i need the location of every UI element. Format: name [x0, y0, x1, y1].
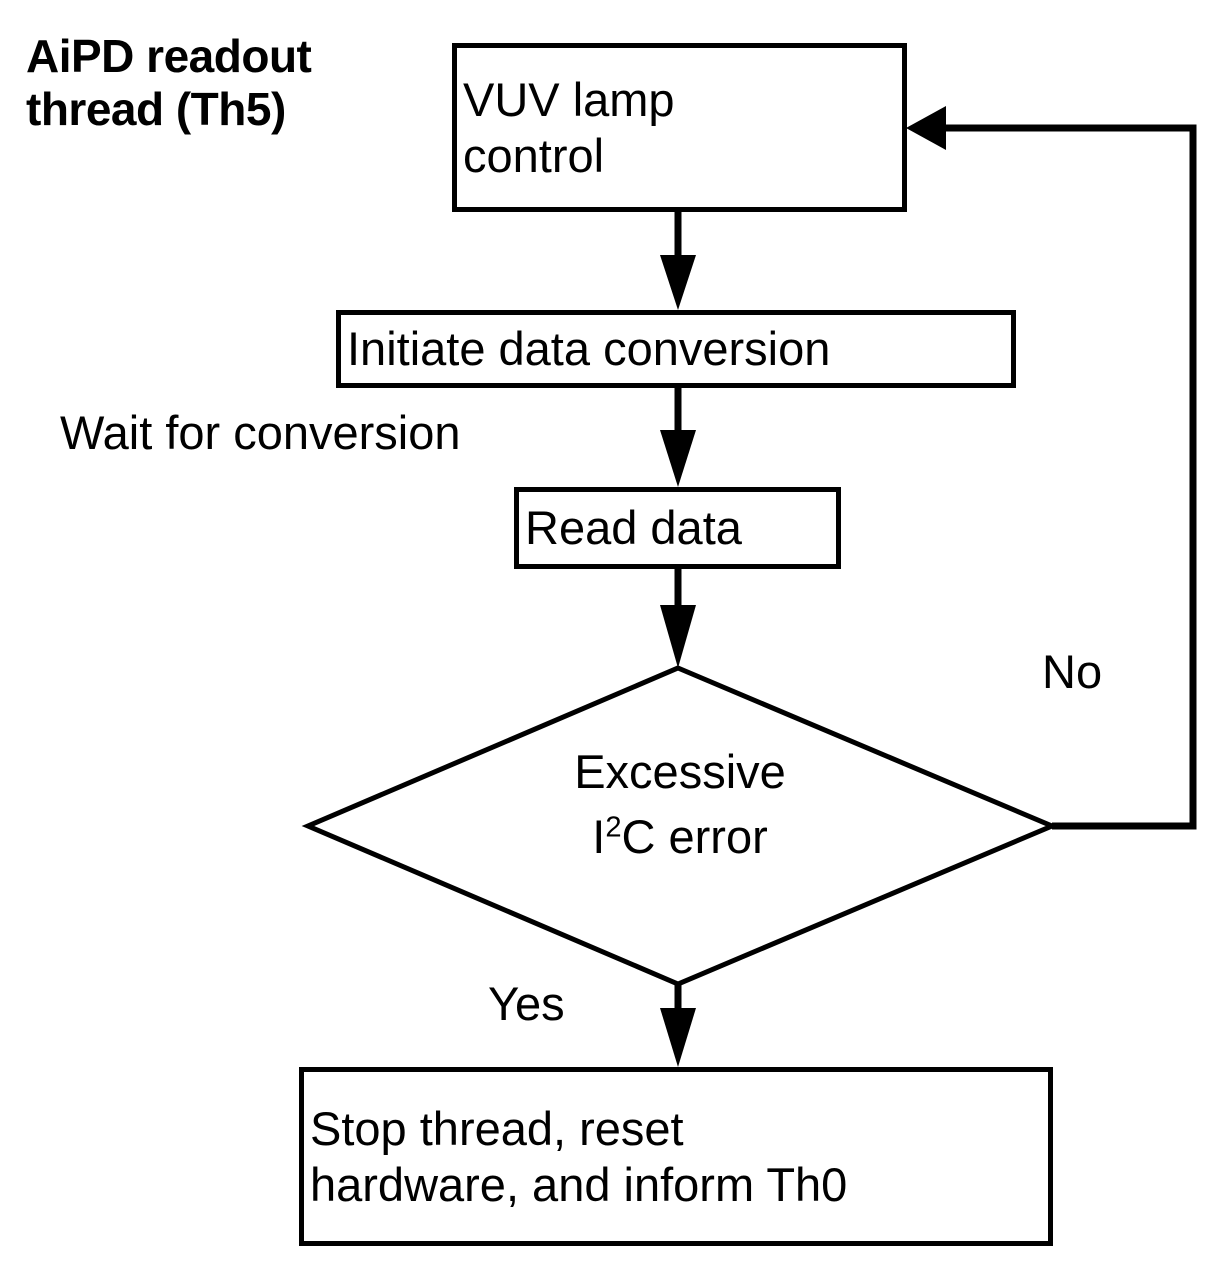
- node-read-data: Read data: [514, 487, 841, 569]
- edge-label-wait-for-conversion: Wait for conversion: [60, 406, 461, 459]
- node-read-data-label: Read data: [525, 501, 742, 555]
- edge-decision-yes-arrowhead: [660, 1008, 696, 1067]
- node-vuv-lamp-control-label: VUV lamp control: [463, 73, 675, 182]
- edge-read-to-decision-arrowhead: [660, 605, 696, 668]
- edge-label-no: No: [1042, 645, 1103, 698]
- edge-vuv-to-initiate-arrowhead: [660, 255, 696, 310]
- node-vuv-lamp-control: VUV lamp control: [452, 43, 907, 212]
- i2c-suffix: C error: [621, 809, 768, 863]
- diagram-title: AiPD readout thread (Th5): [26, 30, 312, 136]
- node-excessive-i2c-error-label-line2: I2C error: [308, 805, 1052, 870]
- edge-decision-no-arrowhead: [906, 106, 946, 150]
- edge-decision-no-line: [940, 124, 1197, 830]
- i2c-superscript: 2: [605, 811, 622, 844]
- node-stop-thread-label: Stop thread, reset hardware, and inform …: [310, 1102, 848, 1211]
- edge-initiate-to-read-arrowhead: [660, 430, 696, 487]
- node-excessive-i2c-error-label: Excessive I2C error: [308, 740, 1052, 870]
- node-initiate-data-conversion-label: Initiate data conversion: [347, 322, 831, 376]
- node-excessive-i2c-error-label-line1: Excessive: [574, 745, 786, 798]
- node-initiate-data-conversion: Initiate data conversion: [336, 310, 1016, 388]
- node-stop-thread: Stop thread, reset hardware, and inform …: [299, 1067, 1053, 1246]
- edge-label-yes: Yes: [488, 977, 565, 1030]
- i2c-prefix: I: [592, 809, 606, 863]
